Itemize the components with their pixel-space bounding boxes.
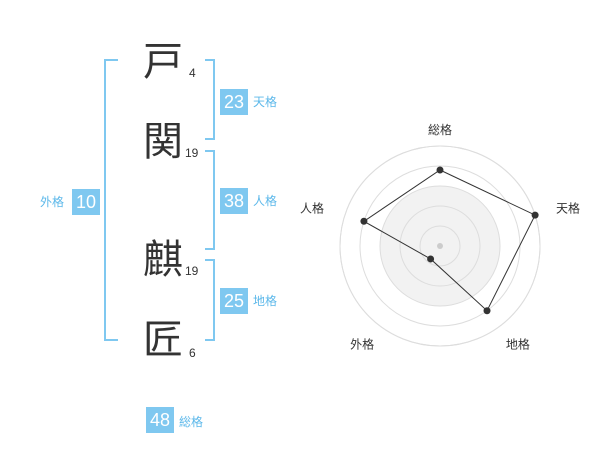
stroke-count-3: 19 (185, 264, 199, 278)
radar-ring-3 (379, 185, 501, 307)
name-char-2: 関 (143, 119, 183, 165)
radar-point-4 (427, 255, 435, 263)
radar-ring-2 (399, 205, 481, 287)
stroke-count-4: 6 (189, 346, 196, 360)
radar-point-2 (531, 211, 539, 219)
radar-center-dot (437, 243, 443, 249)
chikaku-value: 25 (220, 288, 248, 314)
stroke-count-2: 19 (185, 146, 199, 160)
name-char-3: 麒 (143, 237, 183, 283)
radar-axis-label-5: 人格 (300, 200, 324, 215)
radar-ring-5 (339, 145, 541, 347)
radar-point-5 (360, 217, 368, 225)
soukaku-value: 48 (146, 407, 174, 433)
jinkaku-value: 38 (220, 188, 248, 214)
gaikaku-value: 10 (72, 189, 100, 215)
radar-axis-label-4: 外格 (350, 337, 374, 352)
chikaku-label: 地格 (253, 294, 278, 308)
radar-axis-label-2: 天格 (556, 200, 580, 215)
name-char-4: 匠 (143, 317, 183, 363)
name-char-1: 戸 (143, 39, 183, 85)
radar-axis-label-1: 総格 (428, 122, 452, 137)
radar-axis-label-3: 地格 (506, 337, 530, 352)
tenkaku-value: 23 (220, 89, 248, 115)
stroke-count-1: 4 (189, 66, 196, 80)
radar-point-3 (483, 307, 491, 315)
radar-ring-1 (419, 225, 461, 267)
radar-point-1 (436, 166, 444, 174)
tenkaku-label: 天格 (253, 95, 278, 109)
soukaku-label: 総格 (179, 415, 204, 429)
gaikaku-label: 外格 (40, 195, 65, 209)
radar-series-line (362, 169, 536, 312)
jinkaku-label: 人格 (253, 194, 278, 208)
